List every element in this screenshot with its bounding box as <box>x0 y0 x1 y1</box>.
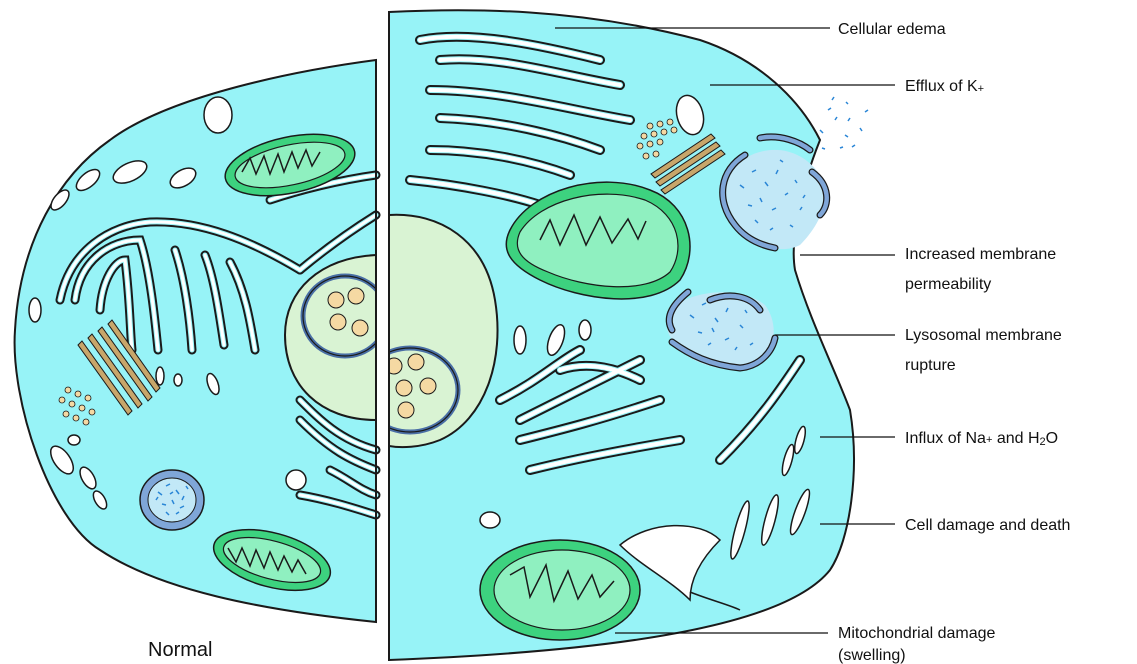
label-influx-part3: O <box>1046 430 1058 447</box>
label-influx-part2: and H <box>992 430 1039 447</box>
label-lysosomal-rupture-line2: rupture <box>905 357 956 374</box>
label-mitochondrial-damage-line1: Mitochondrial damage <box>838 625 996 642</box>
label-influx-na-h2o: Influx of Na+ and H2O <box>905 430 1058 448</box>
label-efflux-k-text: Efflux of K <box>905 78 978 95</box>
label-cellular-edema: Cellular edema <box>838 21 946 38</box>
label-efflux-k-sup: + <box>978 83 984 95</box>
normal-lysosome <box>140 470 204 530</box>
label-mitochondrial-damage-line2: (swelling) <box>838 647 906 664</box>
label-membrane-permeability-line1: Increased membrane <box>905 246 1056 263</box>
label-cell-damage-death: Cell damage and death <box>905 517 1070 534</box>
normal-label: Normal <box>148 639 212 661</box>
label-membrane-permeability-line2: permeability <box>905 276 991 293</box>
normal-nucleolus <box>303 276 387 356</box>
injured-mitochondrion-lower <box>480 540 640 640</box>
label-efflux-k: Efflux of K+ <box>905 78 984 95</box>
normal-cell <box>15 60 387 622</box>
label-lysosomal-rupture-line1: Lysosomal membrane <box>905 327 1062 344</box>
label-influx-part1: Influx of Na <box>905 430 986 447</box>
